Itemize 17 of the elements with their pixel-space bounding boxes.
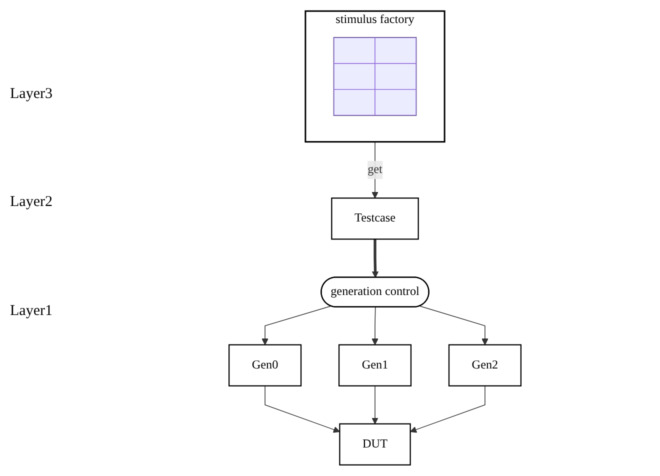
- cluster: stimulus factory: [304, 10, 446, 143]
- arrow: [264, 385, 340, 433]
- node-box: Gen2: [448, 344, 522, 386]
- arrow: [372, 306, 378, 346]
- arrow: [372, 385, 378, 424]
- edge-label: get: [368, 163, 382, 176]
- node-box: DUT: [339, 423, 411, 466]
- arrow: [420, 306, 488, 346]
- node-box: Testcase: [331, 198, 419, 240]
- layer-label: Layer1: [10, 303, 54, 320]
- layer-label: Layer2: [10, 194, 54, 212]
- node-box: Gen1: [338, 344, 412, 386]
- node-box: Gen0: [228, 344, 302, 386]
- arrow: [372, 239, 379, 278]
- arrow: [410, 385, 486, 433]
- arrow: [262, 306, 332, 346]
- layer-label: Layer3: [10, 86, 54, 103]
